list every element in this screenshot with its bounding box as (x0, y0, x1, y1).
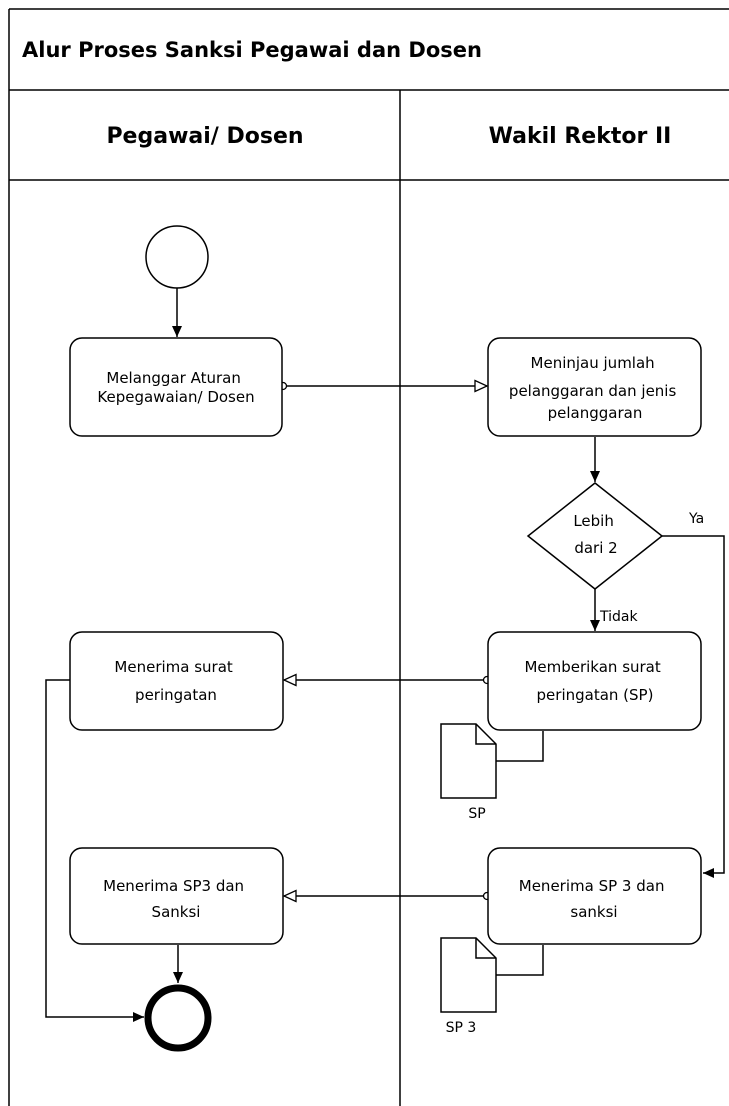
svg-text:Menerima surat peringata: Menerima surat peringatan (114, 658, 237, 704)
activity-memberikan-sp: Memberikan surat peringatan (SP) (487, 631, 702, 731)
activity-menerima-sp3-dan-sanksi: Menerima SP3 dan Sanksi (69, 847, 284, 945)
lane-header-wakil-rektor: Wakil Rektor II (489, 124, 672, 149)
pool-frame (8, 8, 729, 1106)
link-sp3-document (496, 945, 544, 976)
decision-lebih-dari-2: Lebih dari 2 (526, 482, 664, 590)
document-sp3 (440, 937, 497, 1013)
label-ya: Ya (688, 511, 704, 527)
activity-menerima-sp3-sanksi: Menerima SP 3 dan sanksi (487, 847, 702, 945)
svg-text:Memberikan surat peringa: Memberikan surat peringatan (SP) (524, 658, 665, 704)
flow-menerima-surat-to-end (45, 679, 144, 1022)
label-tidak: Tidak (599, 609, 638, 625)
svg-text:Menerima SP 3 dan sanksi: Menerima SP 3 dan sanksi (519, 877, 669, 921)
flow-decision-ya (662, 535, 725, 878)
activity-menerima-surat: Menerima surat peringatan (69, 631, 284, 731)
lane-header-pegawai-dosen: Pegawai/ Dosen (106, 124, 303, 149)
connectors (45, 288, 725, 1022)
link-sp-document (496, 731, 544, 762)
svg-text:Lebih dari 2: Lebih dari 2 (573, 512, 618, 557)
svg-text:Melanggar Aturan Kepegaw: Melanggar Aturan Kepegawaian/ Dosen (97, 369, 254, 406)
start-event (145, 225, 209, 289)
document-sp (440, 723, 497, 799)
activity-meninjau-pelanggaran: Meninjau jumlah pelanggaran dan jenis pe… (487, 337, 702, 437)
svg-text:Menerima SP3 dan Sanksi: Menerima SP3 dan Sanksi (103, 877, 249, 921)
document-sp-label: SP (468, 806, 485, 822)
end-event (144, 984, 212, 1052)
diagram-title: Alur Proses Sanksi Pegawai dan Dosen (22, 38, 482, 62)
activity-melanggar-aturan: Melanggar Aturan Kepegawaian/ Dosen (69, 337, 283, 437)
svg-text:Meninjau jumlah pelangga: Meninjau jumlah pelanggaran dan jenis pe… (509, 354, 681, 422)
document-sp3-label: SP 3 (446, 1020, 477, 1036)
